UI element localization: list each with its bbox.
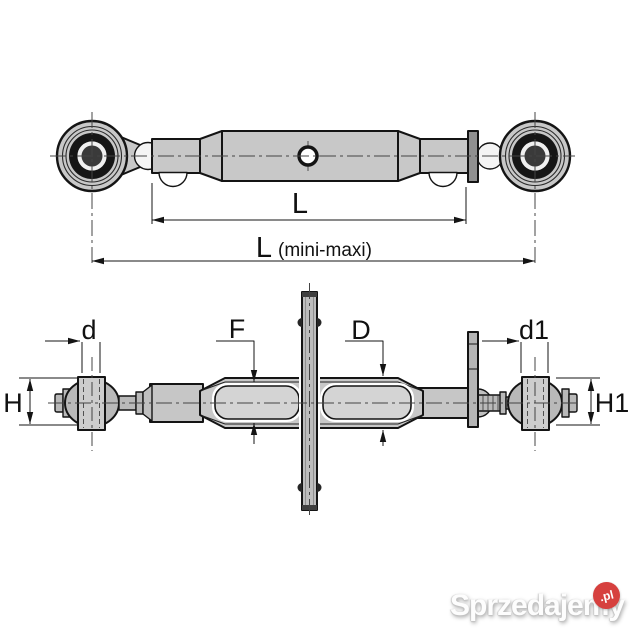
dim-label-D: D [351,315,371,345]
side-view-drawing: d F D d1 H [3,283,629,519]
left-sleeve-notch [158,171,188,188]
dimension-d1 [482,337,549,373]
top-view-drawing: L L (mini-maxi) [50,112,575,265]
dimension-H [19,377,77,426]
dim-label-d1: d1 [519,315,549,345]
watermark: Sprzedajemy .pl [450,579,640,636]
right-sleeve-notch [428,171,458,188]
dim-label-H: H [3,388,23,418]
watermark-badge-text: .pl [598,587,615,604]
dim-label-d: d [81,315,96,345]
dim-label-L: L [292,188,308,220]
dimension-H1 [556,377,600,426]
dimension-D [345,340,387,446]
dim-label-H1: H1 [595,388,630,418]
dim-label-L-overall: L [256,232,272,264]
dim-label-F: F [229,314,246,344]
dimension-d [45,337,101,373]
flange-plate-side [467,331,479,428]
dimension-L [151,183,467,224]
dim-label-mini-maxi: (mini-maxi) [278,240,372,261]
dimension-F [216,340,258,444]
